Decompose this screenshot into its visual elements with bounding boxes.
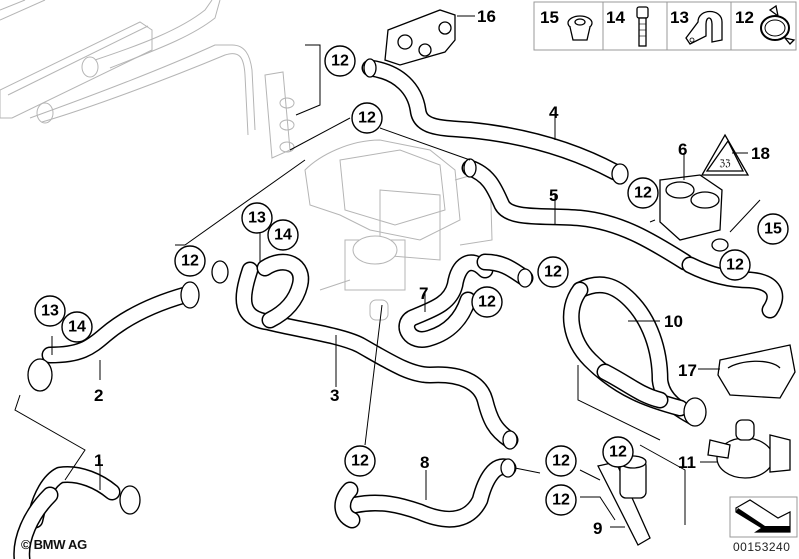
callout-12[interactable]: 12 — [719, 249, 751, 281]
label-part-8[interactable]: 8 — [420, 453, 429, 472]
callout-12[interactable]: 12 — [174, 245, 206, 277]
svg-text:12: 12 — [609, 444, 627, 461]
label-part-6[interactable]: 6 — [678, 140, 687, 159]
callout-15[interactable]: 15 — [757, 213, 789, 245]
label-part-11[interactable]: 11 — [678, 453, 696, 472]
svg-text:14: 14 — [274, 227, 292, 244]
callout-12[interactable]: 12 — [344, 445, 376, 477]
heater-core-ghost — [0, 0, 295, 159]
part-6-heater-valve — [659, 174, 729, 252]
label-part-2[interactable]: 2 — [94, 386, 103, 405]
svg-text:12: 12 — [351, 453, 369, 470]
svg-text:12: 12 — [726, 257, 744, 274]
connectors — [27, 58, 707, 515]
svg-text:12: 12 — [552, 492, 570, 509]
label-part-9[interactable]: 9 — [593, 519, 602, 538]
small-part-12-number: 12 — [735, 8, 754, 27]
part-labels: 1 2 3 4 5 6 7 8 9 10 11 16 17 18 — [94, 7, 770, 538]
svg-text:12: 12 — [478, 294, 496, 311]
part-9-bracket — [597, 455, 651, 546]
callout-14[interactable]: 14 — [267, 219, 299, 251]
label-part-16[interactable]: 16 — [477, 7, 496, 26]
svg-text:14: 14 — [68, 319, 86, 336]
callout-12[interactable]: 12 — [545, 484, 577, 516]
svg-text:12: 12 — [331, 53, 349, 70]
callout-14[interactable]: 14 — [61, 311, 93, 343]
small-part-14[interactable]: 14 — [606, 6, 649, 47]
callout-12[interactable]: 12 — [351, 102, 383, 134]
callouts: 12 12 12 13 14 13 14 12 12 12 12 12 15 1… — [34, 45, 789, 516]
label-part-18[interactable]: 18 — [751, 144, 770, 163]
callout-12[interactable]: 12 — [324, 45, 356, 77]
svg-text:12: 12 — [181, 253, 199, 270]
next-page-button[interactable] — [729, 496, 798, 538]
leader-lines — [14, 15, 761, 528]
next-page-arrow-icon — [735, 499, 791, 533]
callout-12[interactable]: 12 — [471, 286, 503, 318]
small-part-15[interactable]: 15 — [540, 8, 593, 41]
callout-13[interactable]: 13 — [34, 295, 66, 327]
svg-text:12: 12 — [544, 264, 562, 281]
svg-text:12: 12 — [552, 453, 570, 470]
bolt-icon — [636, 6, 649, 47]
label-part-7[interactable]: 7 — [419, 284, 428, 303]
svg-text:ℨℨ: ℨℨ — [719, 158, 731, 168]
clamp-bracket-icon — [685, 10, 723, 45]
part-18-warning-label: ℨℨ — [700, 133, 750, 176]
callout-13[interactable]: 13 — [241, 202, 273, 234]
svg-text:12: 12 — [634, 185, 652, 202]
label-part-5[interactable]: 5 — [549, 186, 558, 205]
small-part-15-number: 15 — [540, 8, 559, 27]
label-part-10[interactable]: 10 — [664, 312, 683, 331]
callout-12[interactable]: 12 — [545, 445, 577, 477]
callout-12[interactable]: 12 — [602, 436, 634, 468]
small-part-13-number: 13 — [670, 8, 689, 27]
diagram-id: 00153240 — [733, 540, 791, 554]
hoses — [13, 59, 784, 559]
label-part-17[interactable]: 17 — [678, 361, 697, 380]
label-part-4[interactable]: 4 — [549, 103, 559, 122]
small-part-14-number: 14 — [606, 8, 625, 27]
grommet-icon — [567, 15, 593, 41]
small-part-12[interactable]: 12 — [735, 4, 796, 45]
copyright-label: © BMW AG — [21, 537, 87, 552]
small-parts-box: 15 14 13 12 — [533, 1, 797, 51]
part-16-flange — [384, 9, 456, 66]
svg-text:13: 13 — [248, 210, 266, 227]
small-part-13[interactable]: 13 — [670, 8, 723, 45]
svg-text:15: 15 — [764, 221, 782, 238]
label-part-1[interactable]: 1 — [94, 451, 103, 470]
part-17-pump-holder — [717, 344, 796, 399]
callout-12[interactable]: 12 — [537, 256, 569, 288]
hose-clamp-icon — [760, 4, 796, 45]
part-11-water-pump — [707, 419, 791, 479]
svg-text:13: 13 — [41, 303, 59, 320]
label-part-3[interactable]: 3 — [330, 386, 339, 405]
callout-12[interactable]: 12 — [627, 177, 659, 209]
svg-text:12: 12 — [358, 110, 376, 127]
